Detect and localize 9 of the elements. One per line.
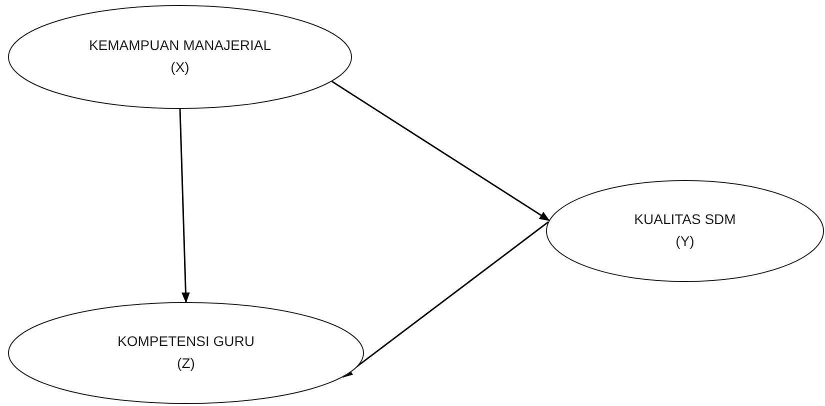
arrow — [179, 108, 190, 304]
node-label: KEMAMPUAN MANAJERIAL — [88, 37, 272, 53]
node-label: (Z) — [176, 355, 196, 371]
node-label: KOMPETENSI GURU — [116, 333, 256, 349]
node-label: KUALITAS SDM — [633, 211, 737, 227]
node-label: (X) — [170, 59, 190, 75]
node-label: (Y) — [674, 233, 696, 249]
arrow — [342, 222, 549, 378]
arrow — [331, 80, 550, 222]
